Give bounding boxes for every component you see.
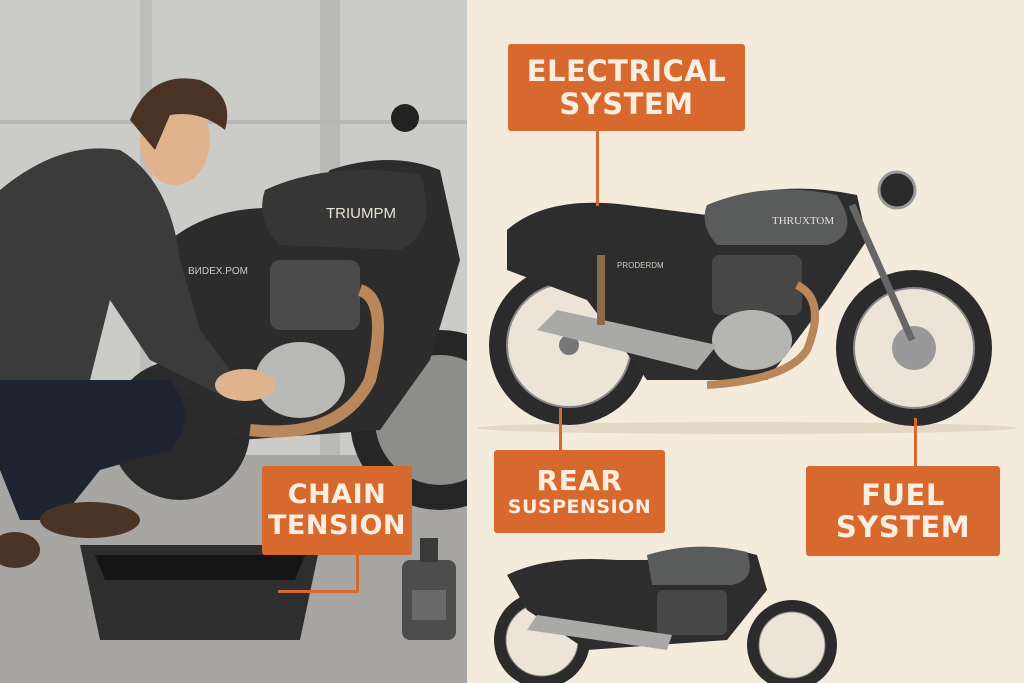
- callout-text: SYSTEM: [835, 510, 971, 544]
- side-panel-logo: BИDEX.POM: [188, 266, 248, 277]
- callout-text: ELECTRICAL: [526, 54, 727, 89]
- callout-electrical-system: ELECTRICAL SYSTEM: [508, 44, 745, 131]
- workshop-scene-panel: TRIUMPM BИDEX.POM: [0, 0, 467, 683]
- callout-chain-tension: CHAIN TENSION: [262, 466, 412, 555]
- motorcycle-diagram: THRUXTOM PRODERDM: [477, 170, 1017, 683]
- callout-text: REAR: [536, 464, 623, 498]
- electrical-leader-line: [596, 131, 599, 206]
- mechanic-illustration: TRIUMPM BИDEX.POM: [0, 0, 467, 683]
- tank-brand-logo: THRUXTOM: [772, 215, 834, 227]
- rear-suspension-leader-line: [559, 408, 562, 452]
- callout-fuel-system: FUEL SYSTEM: [806, 466, 1000, 556]
- callout-rear-suspension: REAR SUSPENSION: [494, 450, 665, 533]
- side-panel-logo: PRODERDM: [617, 261, 664, 270]
- callout-text: CHAIN: [287, 479, 387, 511]
- callout-text: SUSPENSION: [507, 495, 652, 518]
- chain-leader-line: [356, 555, 359, 593]
- tank-brand-logo: TRIUMPM: [326, 205, 396, 222]
- callout-text: SYSTEM: [559, 86, 694, 121]
- callout-text: FUEL: [861, 477, 945, 512]
- chain-leader-line-horizontal: [278, 590, 359, 593]
- fuel-leader-line: [914, 418, 917, 468]
- callout-text: TENSION: [268, 509, 406, 541]
